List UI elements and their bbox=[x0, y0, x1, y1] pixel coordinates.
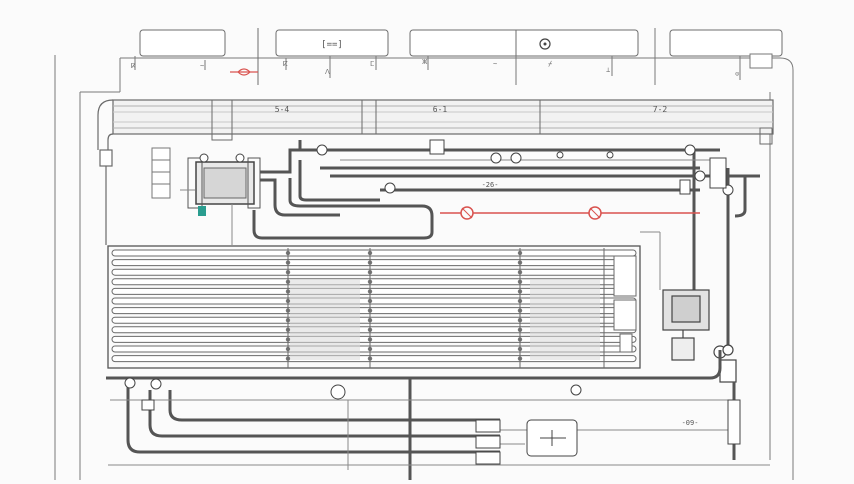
svg-text:ⴽ: ⴽ bbox=[283, 60, 288, 68]
svg-text:~: ~ bbox=[200, 62, 204, 70]
pipe-network bbox=[252, 140, 760, 345]
outer-frame bbox=[54, 28, 794, 480]
bottom-components bbox=[124, 377, 741, 465]
svg-text:ⴷ: ⴷ bbox=[325, 68, 330, 76]
bottom-piping bbox=[106, 350, 736, 480]
svg-text:ⴽ: ⴽ bbox=[131, 62, 136, 70]
exchanger-tube bbox=[111, 345, 637, 353]
valves bbox=[316, 139, 734, 196]
header-tags: 5-4 6-1 7-2 bbox=[275, 105, 668, 114]
header-tag-3: 7-2 bbox=[653, 105, 668, 114]
svg-text:~: ~ bbox=[493, 60, 497, 68]
header-tag-2: 6-1 bbox=[433, 105, 448, 114]
svg-text:⊙: ⊙ bbox=[735, 70, 739, 78]
flow-tag: -26- bbox=[482, 181, 499, 189]
main-header-pipe bbox=[112, 99, 774, 145]
header-box-3 bbox=[409, 29, 639, 57]
header-elbow-left bbox=[97, 99, 114, 245]
header-box-2-label: [==] bbox=[321, 40, 343, 50]
header-box-2 bbox=[275, 29, 389, 57]
svg-text:ⵥ: ⵥ bbox=[422, 58, 428, 66]
tube-bank bbox=[107, 245, 641, 369]
exchanger-tube bbox=[111, 268, 637, 276]
exchanger-tube bbox=[111, 355, 637, 363]
red-control-line bbox=[440, 206, 700, 220]
header-box-4 bbox=[669, 29, 783, 57]
bottom-piping-thin bbox=[108, 399, 770, 470]
header-small-symbols: ⴽ ~ ⴷ ⴽ ⵎ ⵥ ~ ⌿ ⊥ ⊙ bbox=[131, 58, 739, 78]
header-gauge-icon bbox=[539, 38, 551, 50]
header-connectors bbox=[134, 56, 741, 85]
svg-text:⊥: ⊥ bbox=[606, 66, 610, 74]
svg-text:ⵎ: ⵎ bbox=[370, 60, 374, 68]
exchanger-tube bbox=[111, 249, 637, 257]
header-red-valve bbox=[230, 68, 258, 76]
control-block bbox=[151, 147, 261, 216]
header-tag-1: 5-4 bbox=[275, 105, 290, 114]
header-side-box bbox=[749, 53, 773, 69]
bottom-tag: -09- bbox=[682, 419, 699, 427]
top-header-boxes bbox=[139, 28, 783, 85]
exchanger-tube bbox=[111, 335, 637, 343]
pipe-network-thin bbox=[180, 159, 720, 290]
header-box-1 bbox=[139, 29, 226, 57]
svg-text:⌿: ⌿ bbox=[548, 60, 552, 68]
pump-unit bbox=[662, 289, 737, 383]
exchanger-tube bbox=[111, 259, 637, 267]
